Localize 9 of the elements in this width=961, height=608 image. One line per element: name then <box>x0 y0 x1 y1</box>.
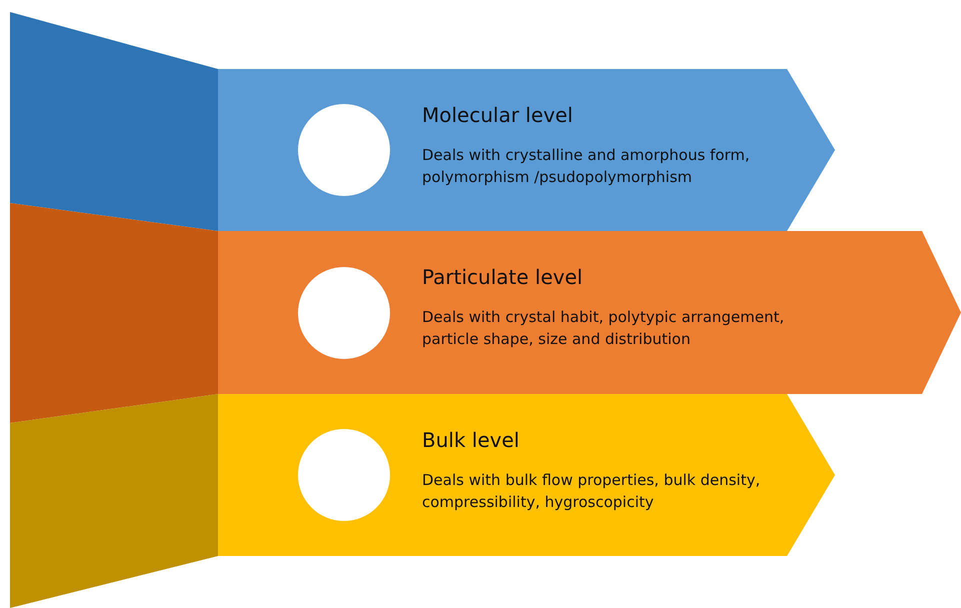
band-heading: Bulk level <box>422 428 520 452</box>
band-description: Deals with crystal habit, polytypic arrangement, particle shape, size and distribution <box>422 307 786 350</box>
band-description: Deals with crystalline and amorphous form, polymorphism /psudopolymorphism <box>422 145 751 188</box>
arrow-band <box>218 69 835 231</box>
band-description: Deals with bulk flow properties, bulk density, compressibility, hygroscopicity <box>422 470 762 513</box>
band-heading: Particulate level <box>422 265 583 289</box>
arrow-band <box>218 394 835 556</box>
band-heading: Molecular level <box>422 103 573 127</box>
arrow-band <box>218 231 961 394</box>
